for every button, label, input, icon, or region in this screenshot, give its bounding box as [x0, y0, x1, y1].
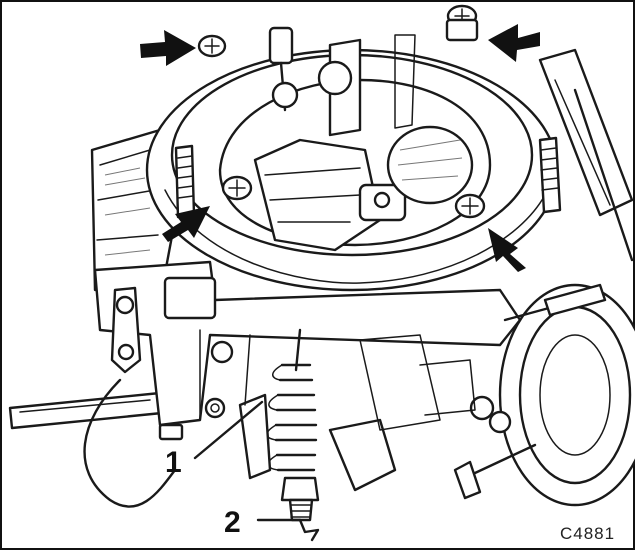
fixing-screw-top-right — [445, 4, 479, 42]
vent-hose — [538, 48, 634, 262]
adjuster-screws — [453, 395, 537, 500]
idle-adjusting-screw — [280, 476, 320, 542]
arrow-top-right — [488, 24, 540, 62]
figure-code: C4881 — [560, 524, 615, 543]
accelerator-pump-linkage — [268, 26, 353, 112]
callout-1-leader — [193, 400, 264, 460]
callout-1-label: 1 — [165, 446, 182, 479]
mounting-stud-right — [538, 136, 562, 214]
throttle-rod — [8, 391, 164, 430]
vacuum-unit — [498, 283, 635, 507]
lower-housing — [158, 329, 476, 441]
arrow-top-left — [140, 30, 196, 66]
fixing-screw-top-left — [197, 34, 227, 58]
arrow-bottom-right — [488, 228, 526, 272]
air-horn-flange — [145, 34, 559, 292]
carburettor-base-plate — [93, 260, 522, 427]
fixing-screw-bottom-left — [221, 175, 253, 201]
callout-2-label: 2 — [224, 506, 241, 539]
choke-cable — [83, 378, 177, 508]
fixing-screw-bottom-right — [454, 193, 486, 219]
throttle-return-spring — [238, 328, 397, 492]
mounting-stud-left — [174, 144, 196, 219]
throttle-lever — [110, 286, 142, 374]
arrow-bottom-left — [162, 206, 210, 242]
